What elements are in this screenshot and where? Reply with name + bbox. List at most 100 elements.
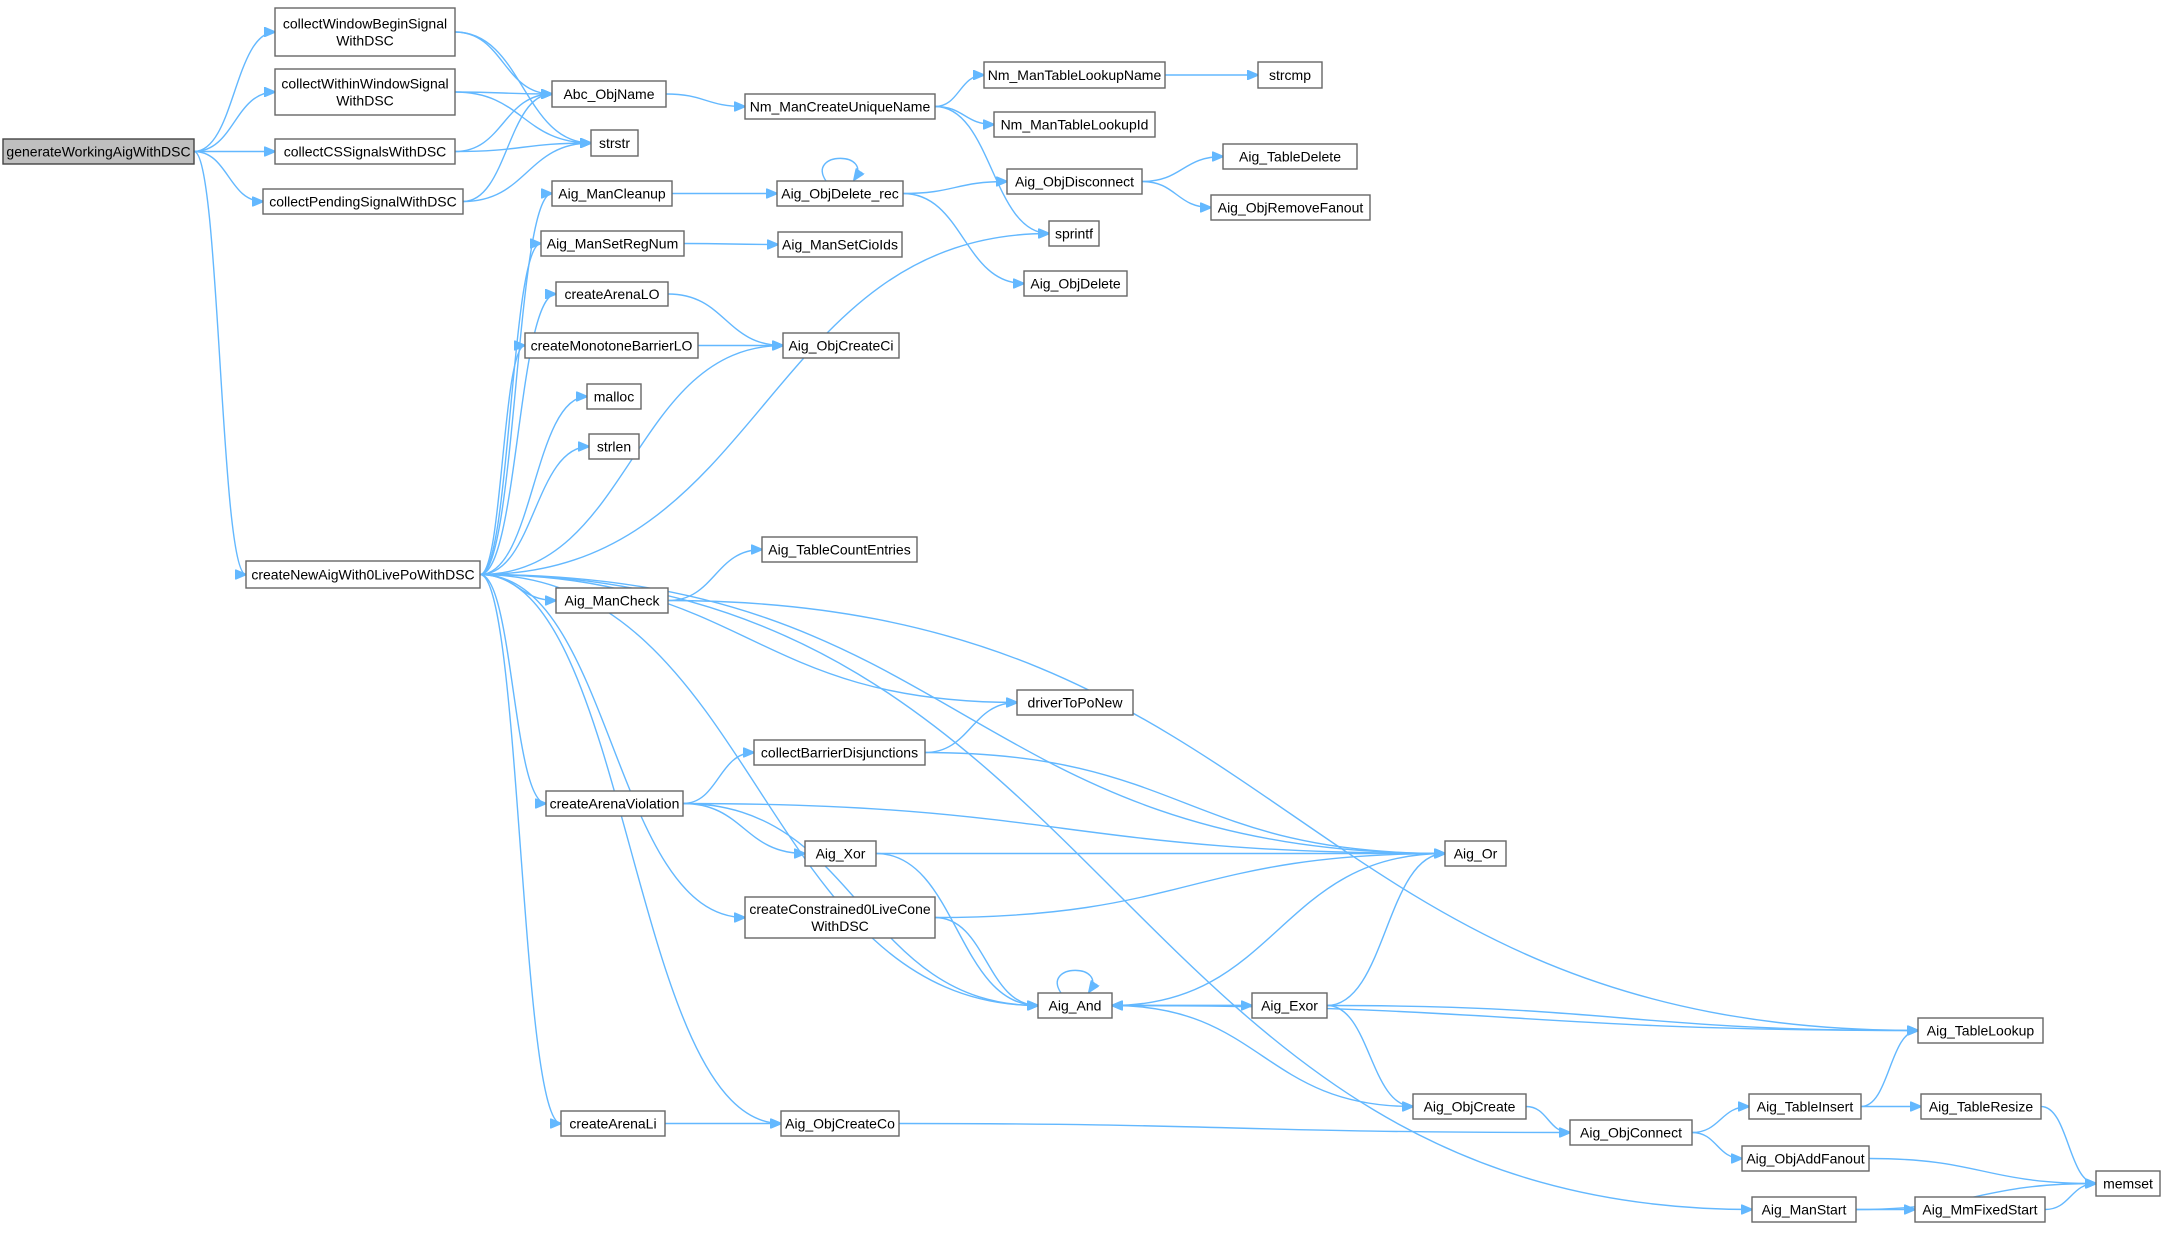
- edge-line: [2044, 1184, 2096, 1211]
- edge-collectPendingSignalWithDSC-to-strstr: [462, 143, 591, 203]
- edge-line: [479, 194, 552, 576]
- node-Aig_ObjAddFanout[interactable]: Aig_ObjAddFanout: [1741, 1145, 1870, 1172]
- node-label: Aig_ManSetRegNum: [547, 236, 679, 252]
- node-Abc_ObjName[interactable]: Abc_ObjName: [551, 80, 667, 108]
- edge-line: [479, 346, 525, 576]
- node-createMonotoneBarrierLO[interactable]: createMonotoneBarrierLO: [524, 332, 699, 359]
- node-strcmp[interactable]: strcmp: [1257, 61, 1323, 89]
- node-label: WithDSC: [336, 33, 394, 49]
- node-label: WithDSC: [811, 918, 869, 934]
- edge-Aig_Exor-to-Aig_ObjCreate: [1326, 1004, 1413, 1107]
- edge-line: [1056, 969, 1092, 993]
- node-Aig_ManStart[interactable]: Aig_ManStart: [1751, 1196, 1857, 1223]
- edge-Abc_ObjName-to-Nm_ManCreateUniqueName: [665, 93, 745, 107]
- edge-collectPendingSignalWithDSC-to-Abc_ObjName: [462, 94, 552, 203]
- node-createArenaLi[interactable]: createArenaLi: [560, 1110, 666, 1137]
- node-box: [1006, 168, 1143, 195]
- node-label: Aig_ManSetCioIds: [782, 237, 898, 253]
- node-Nm_ManTableLookupName[interactable]: Nm_ManTableLookupName: [983, 61, 1166, 89]
- node-memset[interactable]: memset: [2095, 1170, 2161, 1197]
- node-Aig_TableResize[interactable]: Aig_TableResize: [1920, 1093, 2042, 1120]
- node-box: [2095, 1170, 2161, 1197]
- node-box: [782, 332, 900, 359]
- edge-createNewAigWith0LivePoWithDSC-to-Aig_And: [479, 573, 1038, 1006]
- node-Aig_TableLookup[interactable]: Aig_TableLookup: [1917, 1017, 2044, 1044]
- node-createArenaLO[interactable]: createArenaLO: [555, 281, 669, 307]
- node-box: [551, 180, 673, 207]
- node-generateWorkingAigWithDSC[interactable]: generateWorkingAigWithDSC: [2, 138, 195, 165]
- edge-collectBarrierDisjunctions-to-driverToPoNew: [924, 703, 1017, 754]
- edge-generateWorkingAigWithDSC-to-createNewAigWith0LivePoWithDSC: [193, 150, 246, 575]
- node-Aig_MmFixedStart[interactable]: Aig_MmFixedStart: [1914, 1196, 2046, 1223]
- node-Aig_ObjConnect[interactable]: Aig_ObjConnect: [1569, 1119, 1693, 1146]
- edge-createNewAigWith0LivePoWithDSC-to-strlen: [479, 447, 589, 576]
- node-Aig_ObjCreateCi[interactable]: Aig_ObjCreateCi: [782, 332, 900, 359]
- edge-Nm_ManCreateUniqueName-to-sprintf: [934, 105, 1049, 234]
- node-createArenaViolation[interactable]: createArenaViolation: [545, 790, 684, 817]
- node-box: [1444, 840, 1507, 867]
- node-Nm_ManTableLookupId[interactable]: Nm_ManTableLookupId: [993, 111, 1156, 138]
- node-createNewAigWith0LivePoWithDSC[interactable]: createNewAigWith0LivePoWithDSC: [245, 560, 481, 589]
- node-Aig_Xor[interactable]: Aig_Xor: [804, 840, 877, 867]
- node-label: malloc: [594, 389, 634, 405]
- node-box: [262, 188, 464, 215]
- node-Aig_Exor[interactable]: Aig_Exor: [1251, 992, 1328, 1019]
- node-collectCSSignalsWithDSC[interactable]: collectCSSignalsWithDSC: [274, 138, 456, 165]
- node-box: [1917, 1017, 2044, 1044]
- node-box: [245, 560, 481, 589]
- node-collectPendingSignalWithDSC[interactable]: collectPendingSignalWithDSC: [262, 188, 464, 215]
- node-Aig_ObjCreate[interactable]: Aig_ObjCreate: [1412, 1093, 1527, 1120]
- edge-createArenaViolation-to-Aig_Or: [682, 802, 1445, 854]
- node-box: [2, 138, 195, 165]
- edge-line: [454, 143, 591, 153]
- node-Aig_TableInsert[interactable]: Aig_TableInsert: [1748, 1093, 1862, 1120]
- edge-createConstrained0LiveConeWithDSC-to-Aig_And: [934, 916, 1038, 1006]
- node-driverToPoNew[interactable]: driverToPoNew: [1016, 689, 1134, 716]
- node-Aig_Or[interactable]: Aig_Or: [1444, 840, 1507, 867]
- edge-line: [1112, 852, 1446, 1006]
- node-sprintf[interactable]: sprintf: [1048, 220, 1100, 247]
- node-Aig_And[interactable]: Aig_And: [1037, 992, 1113, 1019]
- edge-line: [667, 293, 783, 346]
- node-Aig_ObjRemoveFanout[interactable]: Aig_ObjRemoveFanout: [1210, 194, 1371, 221]
- node-label: strlen: [597, 439, 631, 455]
- node-Aig_ManCheck[interactable]: Aig_ManCheck: [555, 587, 669, 614]
- node-label: Aig_ObjCreateCo: [785, 1116, 895, 1132]
- node-Aig_ManSetCioIds[interactable]: Aig_ManSetCioIds: [777, 231, 903, 258]
- node-Aig_ObjDelete_rec[interactable]: Aig_ObjDelete_rec: [776, 180, 904, 207]
- edge-line: [479, 573, 1752, 1210]
- node-Aig_TableDelete[interactable]: Aig_TableDelete: [1222, 143, 1358, 170]
- edge-line: [1326, 1004, 1918, 1031]
- node-strstr[interactable]: strstr: [590, 129, 639, 157]
- edge-line: [683, 244, 778, 245]
- edge-line: [479, 294, 556, 576]
- node-box: [560, 1110, 666, 1137]
- edge-collectCSSignalsWithDSC-to-strstr: [454, 143, 591, 153]
- node-Aig_ObjCreateCo[interactable]: Aig_ObjCreateCo: [780, 1110, 900, 1137]
- node-Aig_ObjDisconnect[interactable]: Aig_ObjDisconnect: [1006, 168, 1143, 195]
- node-label: collectPendingSignalWithDSC: [269, 194, 457, 210]
- edge-line: [193, 92, 275, 153]
- edge-Aig_ManSetRegNum-to-Aig_ManSetCioIds: [683, 244, 778, 245]
- node-collectBarrierDisjunctions[interactable]: collectBarrierDisjunctions: [753, 739, 926, 766]
- node-label: Aig_ObjDisconnect: [1015, 174, 1134, 190]
- node-box: [274, 138, 456, 165]
- edge-Aig_ObjConnect-to-Aig_ObjAddFanout: [1691, 1131, 1742, 1159]
- node-malloc[interactable]: malloc: [586, 383, 642, 410]
- node-Aig_TableCountEntries[interactable]: Aig_TableCountEntries: [761, 536, 918, 563]
- node-box: [555, 587, 669, 614]
- node-Nm_ManCreateUniqueName[interactable]: Nm_ManCreateUniqueName: [744, 93, 936, 120]
- node-Aig_ObjDelete[interactable]: Aig_ObjDelete: [1023, 270, 1128, 297]
- edge-line: [1691, 1131, 1742, 1159]
- node-Aig_ManSetRegNum[interactable]: Aig_ManSetRegNum: [540, 230, 685, 257]
- node-box: [753, 739, 926, 766]
- edge-line: [934, 75, 984, 108]
- node-strlen[interactable]: strlen: [588, 433, 640, 460]
- node-box: [744, 93, 936, 120]
- node-box: [1023, 270, 1128, 297]
- node-Aig_ManCleanup[interactable]: Aig_ManCleanup: [551, 180, 673, 207]
- edge-line: [479, 573, 561, 1124]
